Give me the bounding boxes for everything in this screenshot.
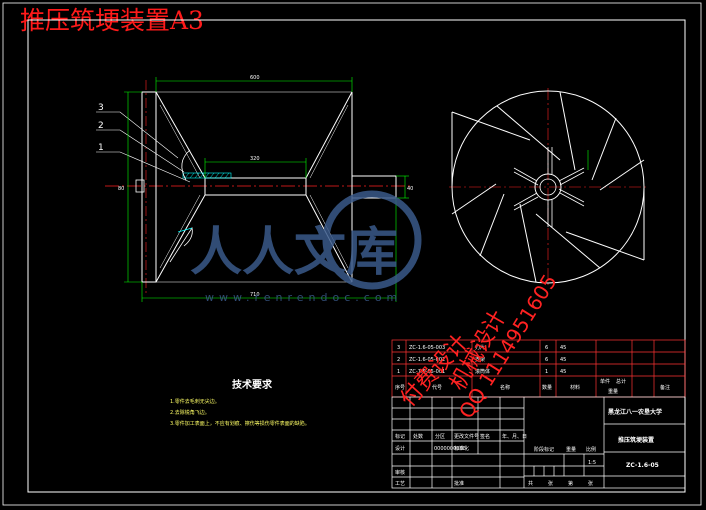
tb-change: 更改文件号 [454,433,479,440]
tb-approve: 批准 [454,480,464,487]
tb-zone: 分区 [435,433,445,440]
side-blades [451,91,645,283]
tb-process: 工艺 [395,481,405,487]
tech-requirements-heading: 技术要求 [232,380,272,391]
part-name: 支架 [475,356,485,363]
dim-side-height: 80 [118,186,124,192]
detail-hatch-bottom [177,227,193,233]
logo-watermark: 人人文库 www.renrendoc.com [190,190,422,304]
leader-1 [96,151,191,183]
tb-review: 审核 [395,469,405,476]
detail-arc-top [181,149,191,181]
parts-table-rows: 3 ZC-1.6-05-003 刀片 6 45 2 ZC-1.6-05-002 … [395,344,670,395]
tb-ratio: 比例 [586,446,596,453]
part-no: 3 [397,345,400,351]
inner-frame [27,19,686,493]
part-qty: 6 [545,357,548,363]
tech-line: 2.去除锐角飞边。 [170,410,210,416]
hub-inner [539,178,557,196]
header-note: 备注 [660,384,670,391]
header-weight: 重量 [608,388,618,395]
left-shaft [135,179,145,193]
callout-3: 3 [98,103,104,113]
tb-page: 第 [568,480,573,487]
header-total: 总计 [616,378,626,385]
dim-right-height: 40 [407,186,413,192]
title-block-text: 标记 处数 分区 更改文件号 签名 年、月、日 设计 0000000000 标准… [395,408,662,487]
part-name: 滚筒体 [475,368,490,375]
tb-school: 黑龙江八一农垦大学 [608,408,662,416]
header-no: 序号 [395,384,405,391]
logo-brand: 人人文库 [190,223,398,283]
part-code: ZC-1.6-05-002 [409,357,445,363]
tb-weight: 重量 [566,446,576,453]
outer-frame [2,2,702,506]
tb-drawing-name: 推压筑埂装置 [618,436,654,444]
part-code: ZC-1.6-05-001 [409,369,445,375]
side-view [449,88,648,287]
part-qty: 6 [545,345,548,351]
leader-2 [96,129,185,173]
dimensions [124,77,409,302]
tb-page-unit: 张 [588,480,593,487]
part-material: 45 [560,357,566,363]
dim-base-length: 710 [250,292,260,298]
tb-standard: 标准化 [454,445,469,452]
left-flange [141,91,157,283]
central-drum [204,177,307,196]
tech-line: 3.零件加工表面上，不应有划痕、擦伤等损伤零件表面的缺陷。 [170,421,310,427]
part-code: ZC-1.6-05-003 [409,345,445,351]
part-no: 2 [397,357,400,363]
right-shaft [351,175,397,199]
header-qty: 数量 [542,384,552,391]
part-qty: 1 [545,369,548,375]
side-spokes [513,147,585,227]
header-single: 单件 [600,378,610,385]
callout-2: 2 [98,121,104,131]
header-name: 名称 [500,384,510,391]
part-name: 刀片 [475,344,485,351]
tb-sheet-unit: 张 [548,480,553,487]
leader-3 [96,111,179,159]
tb-scale-value: 1:5 [588,460,596,466]
blade-line-left-top [159,104,201,179]
title-block-grid [391,396,686,489]
tb-sheets: 共 [528,480,533,487]
part-material: 45 [560,369,566,375]
part-material: 45 [560,345,566,351]
dim-overall-length: 600 [250,75,260,81]
dim-inner-length: 320 [250,156,260,162]
callout-1: 1 [98,143,104,153]
tb-design: 设计 [395,445,405,452]
detail-arc-bottom [169,226,193,263]
front-view: 3 2 1 [96,80,413,295]
tb-count: 处数 [413,433,423,440]
part-no: 1 [397,369,400,375]
tb-designer-no: 0000000000 [434,446,466,452]
header-material: 材料 [570,384,580,391]
hatch-section [182,172,232,179]
logo-url: www.renrendoc.com [205,291,402,304]
tb-sign: 签名 [480,433,490,440]
tb-date: 年、月、日 [502,433,527,440]
tech-line: 1.零件去毛刺无尖边。 [170,399,220,405]
tb-stage: 阶段标记 [534,446,554,453]
tb-mark: 标记 [395,433,405,440]
tb-drawing-code: ZC-1.6-05 [626,462,659,469]
header-code: 代号 [432,384,442,391]
logo-ring [322,190,422,290]
blade-line-right-top [309,104,349,179]
hatch-lines [184,172,230,179]
